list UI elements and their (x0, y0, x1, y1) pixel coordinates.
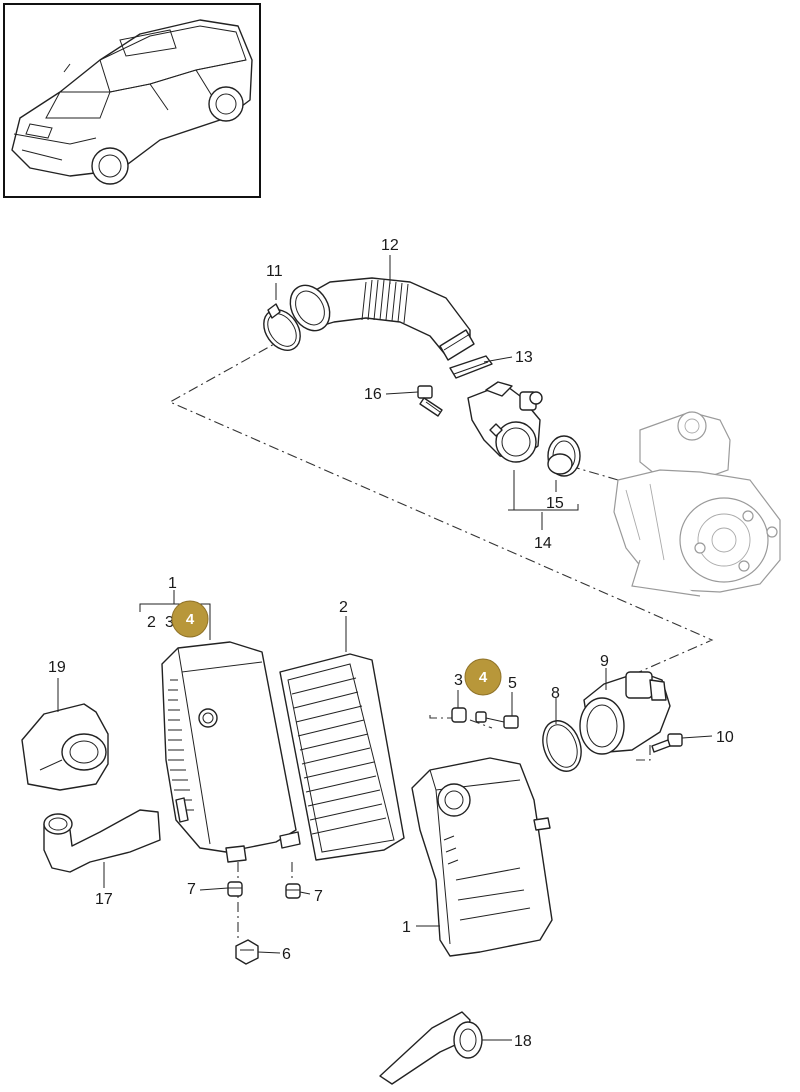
part-12-intake-hose (289, 277, 475, 361)
label-2-upper: 2 (147, 614, 156, 631)
part-18-bracket (379, 1011, 483, 1085)
vehicle-thumbnail (3, 3, 261, 198)
label-19: 19 (48, 659, 66, 676)
callout-labels: 11 12 13 16 15 14 1 2 3 2 19 3 5 8 9 10 … (48, 237, 734, 1050)
part-6-nut (235, 939, 259, 965)
badge-4-upper-text: 4 (186, 611, 195, 628)
part-8-o-ring (542, 720, 582, 772)
assembly-guide-lines (168, 337, 714, 940)
part-2-air-filter-element (279, 653, 405, 861)
part-17-hose (43, 809, 161, 873)
label-16: 16 (364, 386, 382, 403)
part-13-clamp (449, 355, 493, 379)
label-3-upper: 3 (165, 614, 174, 631)
part-1-air-filter-housing-upper (161, 641, 301, 863)
label-12: 12 (381, 237, 399, 254)
part-16-bolt (417, 385, 443, 417)
part-7-grommets (227, 881, 301, 899)
badge-4-lower: 4 (464, 658, 502, 696)
part-19-air-duct (21, 703, 109, 791)
label-1-lower: 1 (402, 919, 411, 936)
label-8: 8 (551, 685, 560, 702)
badge-4-upper: 4 (171, 600, 209, 638)
part-15-seal-ring (547, 435, 581, 477)
label-3-lower: 3 (454, 672, 463, 689)
label-1-upper: 1 (168, 575, 177, 592)
label-10: 10 (716, 729, 734, 746)
label-7-left: 7 (187, 881, 196, 898)
part-10-bolt (651, 733, 683, 753)
turbocharger-reference (613, 411, 781, 597)
part-1-air-filter-housing-lower (411, 757, 553, 957)
label-2-filter: 2 (339, 599, 348, 616)
part-11-hose-clamp (263, 303, 301, 351)
label-6: 6 (282, 946, 291, 963)
label-18: 18 (514, 1033, 532, 1050)
label-5: 5 (508, 675, 517, 692)
label-15: 15 (546, 495, 564, 512)
label-13: 13 (515, 349, 533, 366)
label-11: 11 (266, 263, 283, 280)
label-9: 9 (600, 653, 609, 670)
label-17: 17 (95, 891, 113, 908)
part-9-air-flow-sensor (579, 671, 671, 755)
leader-lines (57, 255, 713, 1041)
label-14: 14 (534, 535, 552, 552)
part-3-5-fasteners (451, 707, 519, 729)
label-7-right: 7 (314, 888, 323, 905)
badge-4-lower-text: 4 (479, 669, 488, 686)
part-14-connector-pipe (467, 381, 543, 463)
